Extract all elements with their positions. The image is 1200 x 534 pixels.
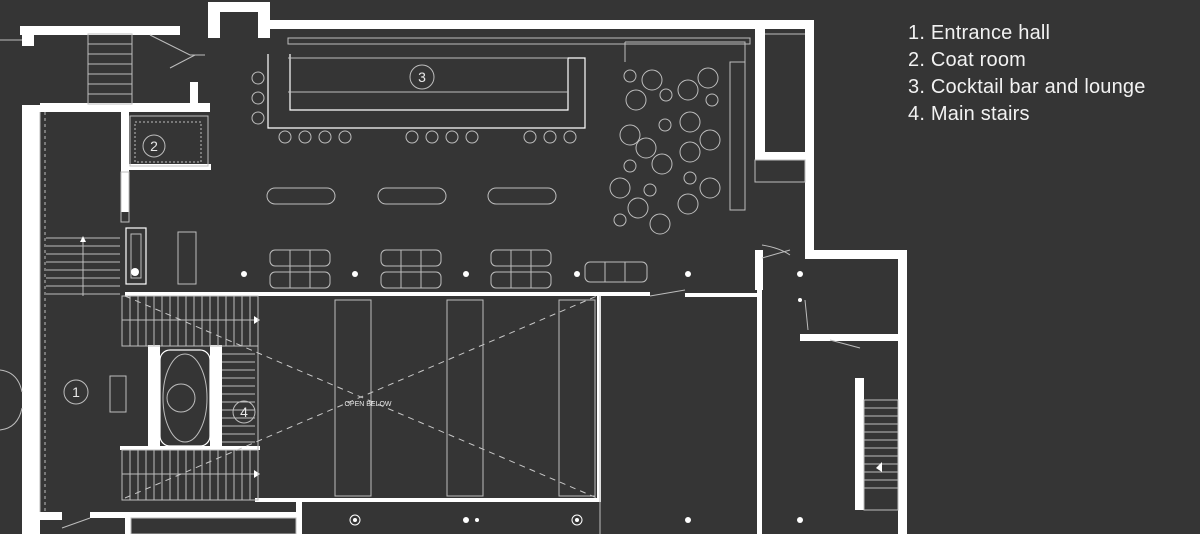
booth-seating	[269, 249, 648, 289]
room-number-2: 2	[150, 138, 158, 154]
booth-1	[269, 249, 331, 289]
booth-2	[380, 249, 442, 289]
left-columns	[0, 39, 46, 512]
room-number-3: 3	[418, 69, 426, 85]
light-fixtures	[241, 271, 803, 526]
bar-counter: 3	[251, 37, 751, 144]
open-below-note: OPEN BELOW	[344, 401, 391, 408]
bottom-rooms	[61, 517, 297, 534]
legend-item-main-stairs: 4. Main stairs	[908, 103, 1030, 125]
lounge-seating	[609, 41, 746, 235]
walls	[20, 2, 907, 534]
entrance-hall-fixtures: 1	[46, 227, 197, 413]
coat-room: 2	[120, 115, 209, 223]
legend-item-cocktail-bar: 3. Cocktail bar and lounge	[908, 76, 1146, 98]
right-side	[599, 33, 899, 534]
room-number-4: 4	[240, 404, 248, 420]
main-stairs: 4	[121, 295, 260, 501]
booth-3	[490, 249, 552, 289]
room-number-1: 1	[72, 384, 80, 400]
legend-item-coat-room: 2. Coat room	[908, 49, 1027, 71]
entrance-steps	[46, 236, 120, 296]
open-below-void: OPEN BELOW	[124, 295, 598, 499]
legend: 1. Entrance hall 2. Coat room 3. Cocktai…	[908, 20, 1146, 128]
top-left-stair	[87, 33, 205, 105]
booth-4	[584, 261, 648, 283]
legend-item-entrance-hall: 1. Entrance hall	[908, 22, 1051, 44]
high-tables	[266, 187, 557, 205]
